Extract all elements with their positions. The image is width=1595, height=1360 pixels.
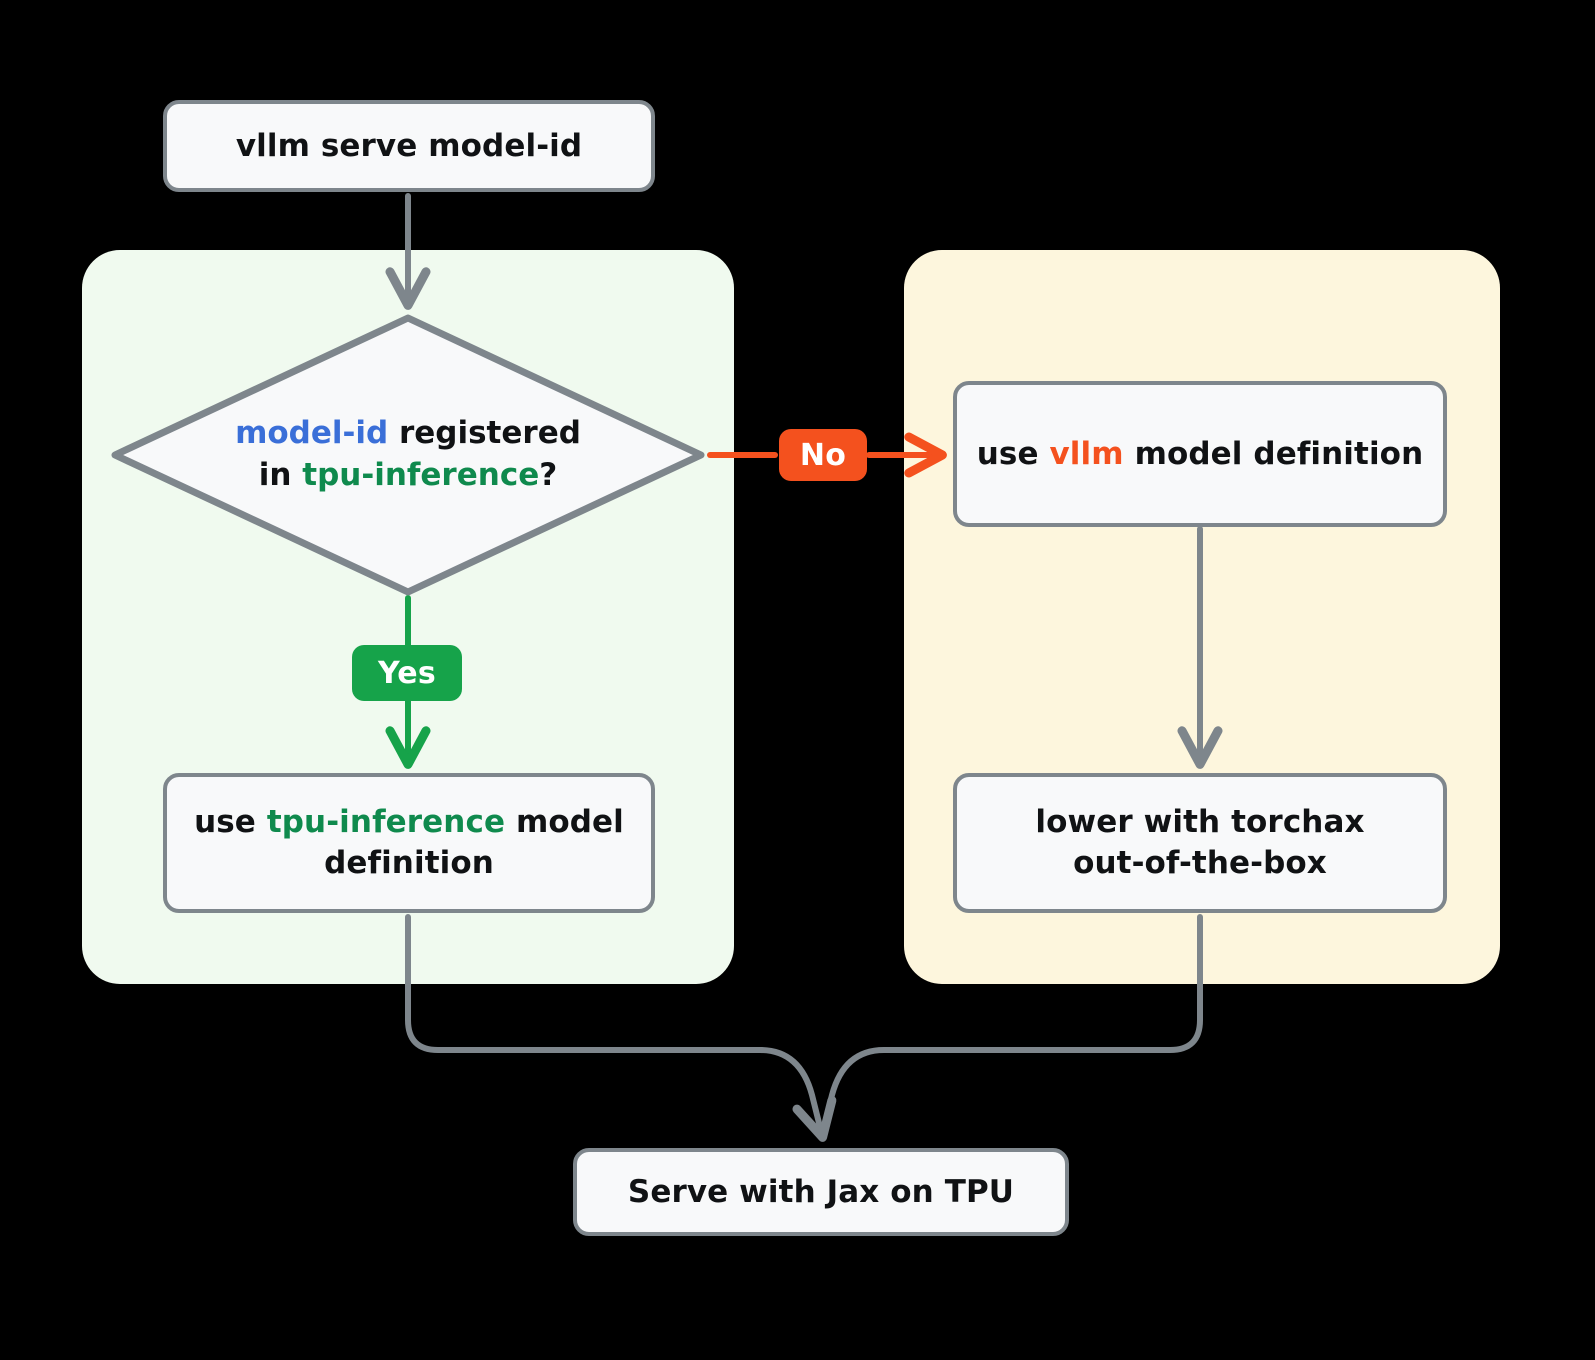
- edge-label-yes: Yes: [352, 645, 462, 701]
- torchax-line-2: out-of-the-box: [1073, 845, 1327, 881]
- node-use-vllm-model-definition[interactable]: use vllm model definition: [953, 381, 1447, 527]
- token-tpu-inference: tpu-inference: [302, 457, 540, 493]
- node-lower-with-torchax[interactable]: lower with torchax out-of-the-box: [953, 773, 1447, 913]
- node-torchax-label: lower with torchax out-of-the-box: [1035, 802, 1364, 884]
- node-serve-with-jax-on-tpu[interactable]: Serve with Jax on TPU: [573, 1148, 1069, 1236]
- diamond-shape: [111, 314, 705, 596]
- decision-text-registered: registered: [388, 415, 581, 452]
- node-decision-model-registered[interactable]: model-id registered in tpu-inference?: [110, 313, 706, 597]
- token-vllm: vllm: [1049, 435, 1124, 472]
- vllm-text-use: use: [976, 435, 1050, 472]
- node-tpuinf-label: use tpu-inference model definition: [185, 802, 633, 884]
- token-tpu-inference-node: tpu-inference: [266, 804, 506, 841]
- node-use-tpu-inference-model-definition[interactable]: use tpu-inference model definition: [163, 773, 655, 913]
- node-decision-label: model-id registered in tpu-inference?: [110, 313, 706, 597]
- decision-text-question: ?: [539, 457, 558, 493]
- node-start-label: vllm serve model-id: [235, 127, 583, 164]
- edge-label-no-text: No: [799, 437, 847, 473]
- node-start-command[interactable]: vllm serve model-id: [163, 100, 655, 192]
- tpuinf-text-use: use: [194, 804, 267, 841]
- edge-label-yes-text: Yes: [377, 655, 437, 691]
- torchax-line-1: lower with torchax: [1035, 804, 1365, 841]
- edge-label-no: No: [779, 429, 867, 481]
- token-model-id: model-id: [235, 415, 389, 452]
- node-vllm-label: use vllm model definition: [977, 434, 1423, 475]
- tpuinf-text-model-definition: model definition: [324, 804, 624, 881]
- node-serve-label: Serve with Jax on TPU: [627, 1173, 1015, 1210]
- decision-text-in: in: [258, 457, 303, 493]
- vllm-text-model-definition: model definition: [1123, 435, 1424, 472]
